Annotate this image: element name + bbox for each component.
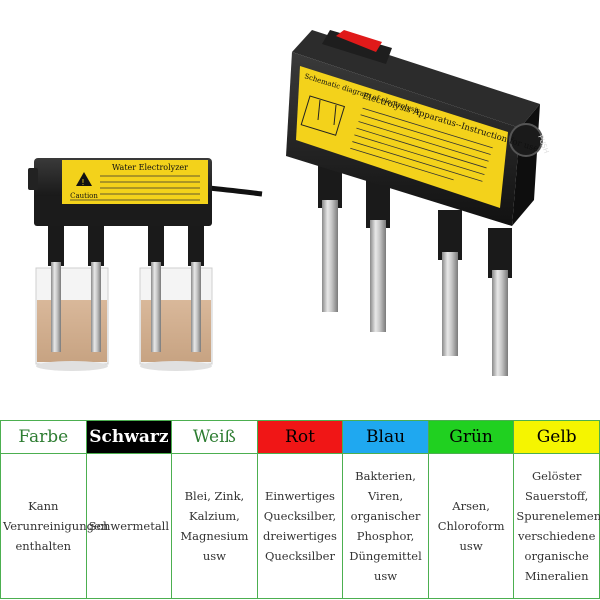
color-header-schwarz: Schwarz <box>85 420 173 454</box>
color-header-rot: Rot <box>256 420 344 454</box>
color-header-label: Rot <box>285 427 315 447</box>
product-photo: ! Water Electrolyzer Caution <box>28 30 550 376</box>
color-header-label: Gelb <box>536 427 577 447</box>
color-meaning-text: Gelöster Sauerstoff, Spurenelemente, ver… <box>516 469 600 583</box>
power-switch[interactable] <box>336 30 382 52</box>
color-meaning-text: Einwertiges Quecksilber, dreiwertiges Qu… <box>263 489 337 563</box>
color-header-label: Schwarz <box>89 427 169 447</box>
color-meaning-cell: Bakterien, Viren, organischer Phosphor, … <box>342 453 429 599</box>
color-header-label: Farbe <box>18 427 69 447</box>
color-header-label: Blau <box>366 427 406 447</box>
color-meaning-cell: Arsen, Chloroform usw <box>427 453 515 599</box>
small-electrolyzer: ! Water Electrolyzer Caution <box>28 158 263 371</box>
color-header-weiß: Weiß <box>171 420 258 454</box>
color-header-farbe: Farbe <box>0 420 87 454</box>
color-header-label: Weiß <box>192 427 236 447</box>
color-meaning-cell: Kann Verunreinigungen enthalten <box>0 453 108 599</box>
color-meaning-text: Blei, Zink, Kalzium, Magnesium usw <box>180 489 249 563</box>
svg-text:!: ! <box>81 178 84 187</box>
small-device-title: Water Electrolyzer <box>112 163 188 172</box>
color-meaning-table: Farbe Schwarz Weiß Rot Blau Grün Gelb Kann Ver… <box>0 420 600 599</box>
color-header-blau: Blau <box>342 420 429 454</box>
color-header-gelb: Gelb <box>513 420 600 454</box>
color-meaning-text: Schwermetall <box>88 519 170 533</box>
small-caution-label: Caution <box>70 192 98 200</box>
color-meaning-text: Bakterien, Viren, organischer Phosphor, … <box>349 469 422 583</box>
color-meaning-text: Arsen, Chloroform usw <box>437 499 505 553</box>
control-knob-icon[interactable] <box>509 123 543 157</box>
color-meaning-cell: Einwertiges Quecksilber, dreiwertiges Qu… <box>256 453 344 599</box>
large-instruction-label <box>296 66 508 208</box>
table-header-row: Farbe Schwarz Weiß Rot Blau Grün Gelb <box>0 420 600 454</box>
color-meaning-cell: Schwermetall <box>85 453 173 599</box>
large-electrolyzer: PUSH Schematic diagram of electrolysis E… <box>286 30 550 376</box>
color-meaning-text: Kann Verunreinigungen enthalten <box>3 499 109 553</box>
color-meaning-cell: Gelöster Sauerstoff, Spurenelemente, ver… <box>513 453 600 599</box>
color-header-grün: Grün <box>427 420 515 454</box>
color-header-label: Grün <box>449 427 493 447</box>
electrolysis-diagram-icon <box>300 95 346 136</box>
color-meaning-cell: Blei, Zink, Kalzium, Magnesium usw <box>171 453 258 599</box>
warning-icon <box>76 172 92 186</box>
